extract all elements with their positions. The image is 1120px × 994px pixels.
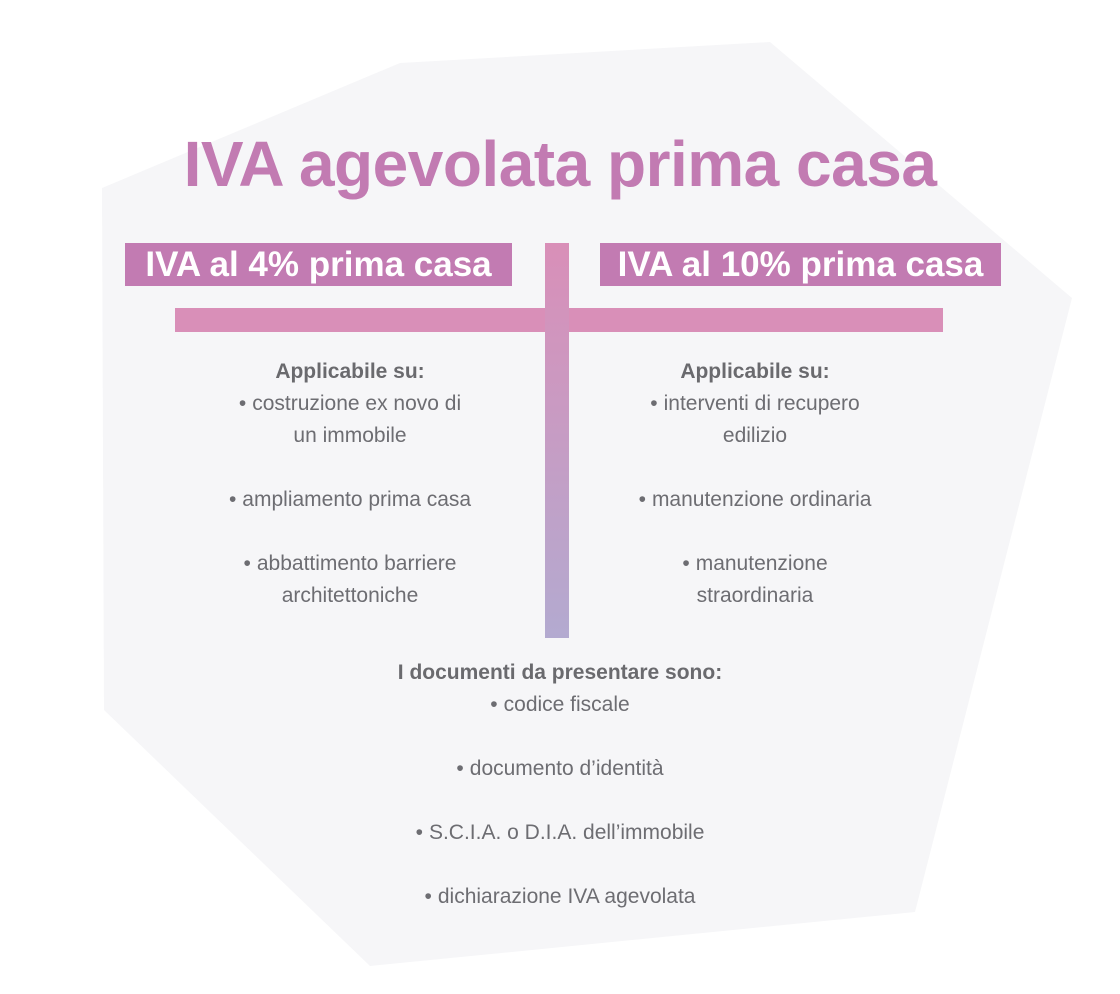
list-item: •S.C.I.A. o D.I.A. dell’immobile [360,817,760,849]
header-iva-10: IVA al 10% prima casa [600,243,1001,286]
list-item: •costruzione ex novo di un immobile [225,388,475,452]
list-item-text: documento d’identità [469,757,664,780]
list-item: •manutenzione straordinaria [630,548,880,612]
documents-list: •codice fiscale•documento d’identità•S.C… [360,689,760,913]
right-heading: Applicabile su: [680,360,830,383]
list-item: •ampliamento prima casa [225,484,475,516]
list-item-text: codice fiscale [503,693,630,716]
left-column: Applicabile su: •costruzione ex novo di … [200,356,500,612]
documents-section: I documenti da presentare sono: •codice … [360,657,760,913]
list-item: •codice fiscale [360,689,760,721]
left-list: •costruzione ex novo di un immobile•ampl… [200,388,500,612]
documents-heading: I documenti da presentare sono: [397,661,723,684]
right-column: Applicabile su: •interventi di recupero … [600,356,910,612]
right-list: •interventi di recupero edilizio•manuten… [600,388,910,612]
list-item-text: ampliamento prima casa [242,488,472,511]
list-item-text: manutenzione straordinaria [695,552,828,607]
list-item-text: costruzione ex novo di un immobile [252,392,462,447]
bullet-icon: • [682,552,690,575]
list-item-text: abbattimento barriere architettoniche [256,552,457,607]
bullet-icon: • [638,488,646,511]
list-item: •abbattimento barriere architettoniche [225,548,475,612]
list-item: •dichiarazione IVA agevolata [360,881,760,913]
bullet-icon: • [456,757,464,780]
list-item: •documento d’identità [360,753,760,785]
cross-vertical-bar [545,243,569,638]
page-title: IVA agevolata prima casa [183,128,937,200]
list-item-text: S.C.I.A. o D.I.A. dell’immobile [428,821,705,844]
list-item: •interventi di recupero edilizio [630,388,880,452]
bullet-icon: • [415,821,423,844]
left-heading: Applicabile su: [275,360,425,383]
list-item-text: dichiarazione IVA agevolata [437,885,696,908]
bullet-icon: • [238,392,247,415]
bullet-icon: • [424,885,432,908]
header-iva-4: IVA al 4% prima casa [125,243,512,286]
bullet-icon: • [243,552,251,575]
bullet-icon: • [650,392,658,415]
bullet-icon: • [228,488,237,511]
list-item-text: manutenzione ordinaria [651,488,872,511]
bullet-icon: • [490,693,498,716]
list-item: •manutenzione ordinaria [630,484,880,516]
list-item-text: interventi di recupero edilizio [663,392,860,447]
